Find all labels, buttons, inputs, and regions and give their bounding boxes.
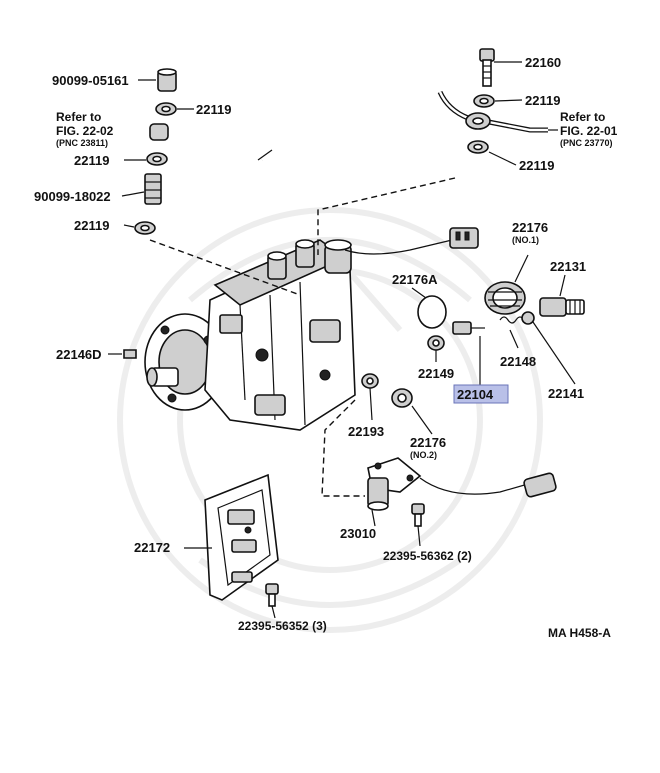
part-22172[interactable] xyxy=(204,473,279,601)
label-22141[interactable]: 22141 xyxy=(548,386,584,401)
label-refer-left-2[interactable]: FIG. 22-02 xyxy=(56,124,114,138)
part-22176-no2[interactable] xyxy=(391,388,413,408)
label-22193[interactable]: 22193 xyxy=(348,424,384,439)
label-refer-left-3: (PNC 23811) xyxy=(56,138,108,148)
pipe-union-left xyxy=(149,123,169,141)
part-23010[interactable] xyxy=(367,457,422,511)
part-90099-05161[interactable] xyxy=(157,68,177,92)
part-22176-no1[interactable] xyxy=(484,281,526,315)
solenoid-connector[interactable] xyxy=(449,227,479,249)
part-22119-d[interactable] xyxy=(473,94,495,108)
label-22131[interactable]: 22131 xyxy=(550,259,586,274)
label-22395-56352[interactable]: 22395-56352 (3) xyxy=(238,619,327,633)
part-22119-b[interactable] xyxy=(146,152,168,166)
label-22176A[interactable]: 22176A xyxy=(392,272,438,287)
sensor-wire xyxy=(419,477,529,495)
label-23010[interactable]: 23010 xyxy=(340,526,376,541)
sensor-connector[interactable] xyxy=(523,472,557,498)
label-refer-right-2[interactable]: FIG. 22-01 xyxy=(560,124,618,138)
label-refer-left-1: Refer to xyxy=(56,110,101,124)
label-22119-d[interactable]: 22119 xyxy=(525,93,560,108)
part-22146D[interactable] xyxy=(108,349,137,359)
solenoid-wire xyxy=(344,239,453,255)
left-pipe-group xyxy=(121,68,273,235)
injection-pump-body[interactable] xyxy=(144,239,356,431)
diagram-code: MA H458-A xyxy=(548,626,611,640)
label-22172[interactable]: 22172 xyxy=(134,540,170,555)
label-22395-56362[interactable]: 22395-56362 (2) xyxy=(383,549,472,563)
label-22119-e[interactable]: 22119 xyxy=(519,158,554,173)
part-22193[interactable] xyxy=(361,373,379,389)
label-22176-no2-sub: (NO.2) xyxy=(410,450,437,460)
label-refer-right-1: Refer to xyxy=(560,110,605,124)
dashed-line-right xyxy=(317,177,456,255)
label-refer-right-3: (PNC 23770) xyxy=(560,138,613,148)
label-90099-18022[interactable]: 90099-18022 xyxy=(34,189,111,204)
label-22160[interactable]: 22160 xyxy=(525,55,561,70)
label-22119-c[interactable]: 22119 xyxy=(74,218,109,233)
right-pipe-group xyxy=(437,48,558,166)
part-22119-e[interactable] xyxy=(467,140,489,154)
part-90099-18022[interactable] xyxy=(144,173,162,205)
label-22104[interactable]: 22104 xyxy=(457,387,494,402)
part-22131[interactable] xyxy=(539,297,585,317)
label-22119-b[interactable]: 22119 xyxy=(74,153,109,168)
part-22104[interactable] xyxy=(452,321,485,335)
part-22119-a[interactable] xyxy=(155,102,177,116)
highlight-22104 xyxy=(453,384,509,404)
label-22176-no1[interactable]: 22176 xyxy=(512,220,548,235)
label-22176-no1-sub: (NO.1) xyxy=(512,235,539,245)
part-22395-56362[interactable] xyxy=(411,503,425,527)
label-22148[interactable]: 22148 xyxy=(500,354,536,369)
label-90099-05161[interactable]: 90099-05161 xyxy=(52,73,129,88)
part-22149[interactable] xyxy=(427,335,445,351)
label-22146D[interactable]: 22146D xyxy=(56,347,102,362)
label-22149[interactable]: 22149 xyxy=(418,366,454,381)
part-22119-c[interactable] xyxy=(134,221,156,235)
label-22119-a[interactable]: 22119 xyxy=(196,102,231,117)
dashed-line-left xyxy=(149,239,301,296)
part-22176A[interactable] xyxy=(417,295,447,329)
dashed-line-bottom xyxy=(321,399,365,497)
part-22148[interactable] xyxy=(499,311,535,325)
part-22160[interactable] xyxy=(479,48,495,87)
label-22176-no2[interactable]: 22176 xyxy=(410,435,446,450)
